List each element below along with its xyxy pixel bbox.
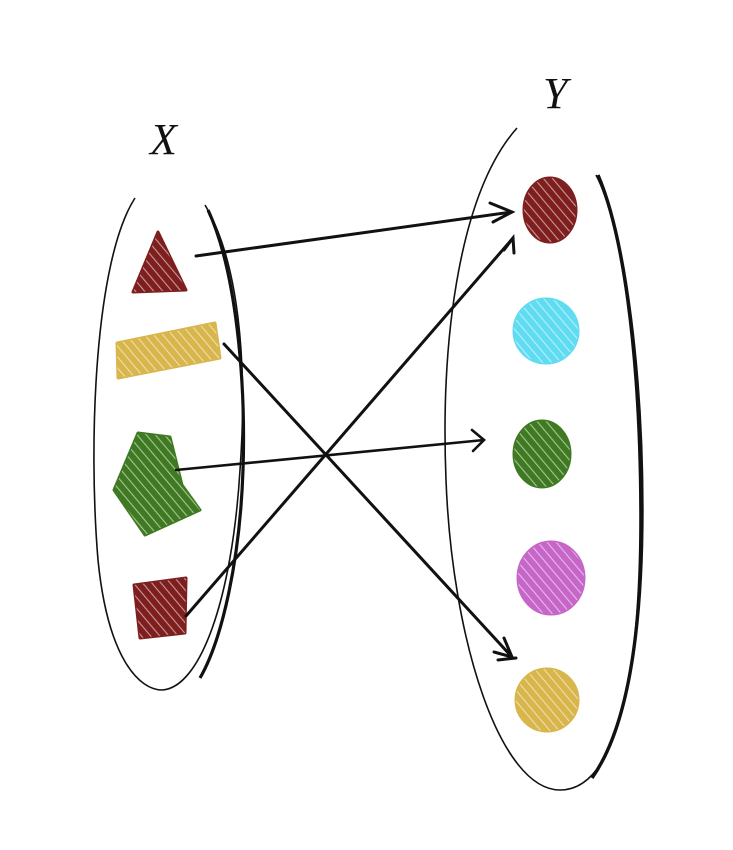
arrow-x3-y3 <box>174 428 486 472</box>
set-x-label: X <box>150 115 177 164</box>
set-x-boundary <box>93 197 246 691</box>
rectangle-element-x2 <box>115 321 222 380</box>
square-element-x4 <box>132 576 188 640</box>
circle-element-y3 <box>512 419 572 489</box>
arrow-x2-y5 <box>222 342 518 662</box>
circle-element-y5 <box>514 667 580 733</box>
set-y-boundary <box>444 127 644 791</box>
circle-element-y2 <box>512 297 580 365</box>
arrow-x4-y1 <box>184 233 516 618</box>
arrow-x1-y1 <box>194 201 516 258</box>
set-y-label: Y <box>543 69 568 118</box>
triangle-element-x1 <box>131 230 188 294</box>
circle-element-y4 <box>516 540 586 616</box>
pentagon-element-x3 <box>112 431 202 537</box>
circle-element-y1 <box>522 176 578 244</box>
